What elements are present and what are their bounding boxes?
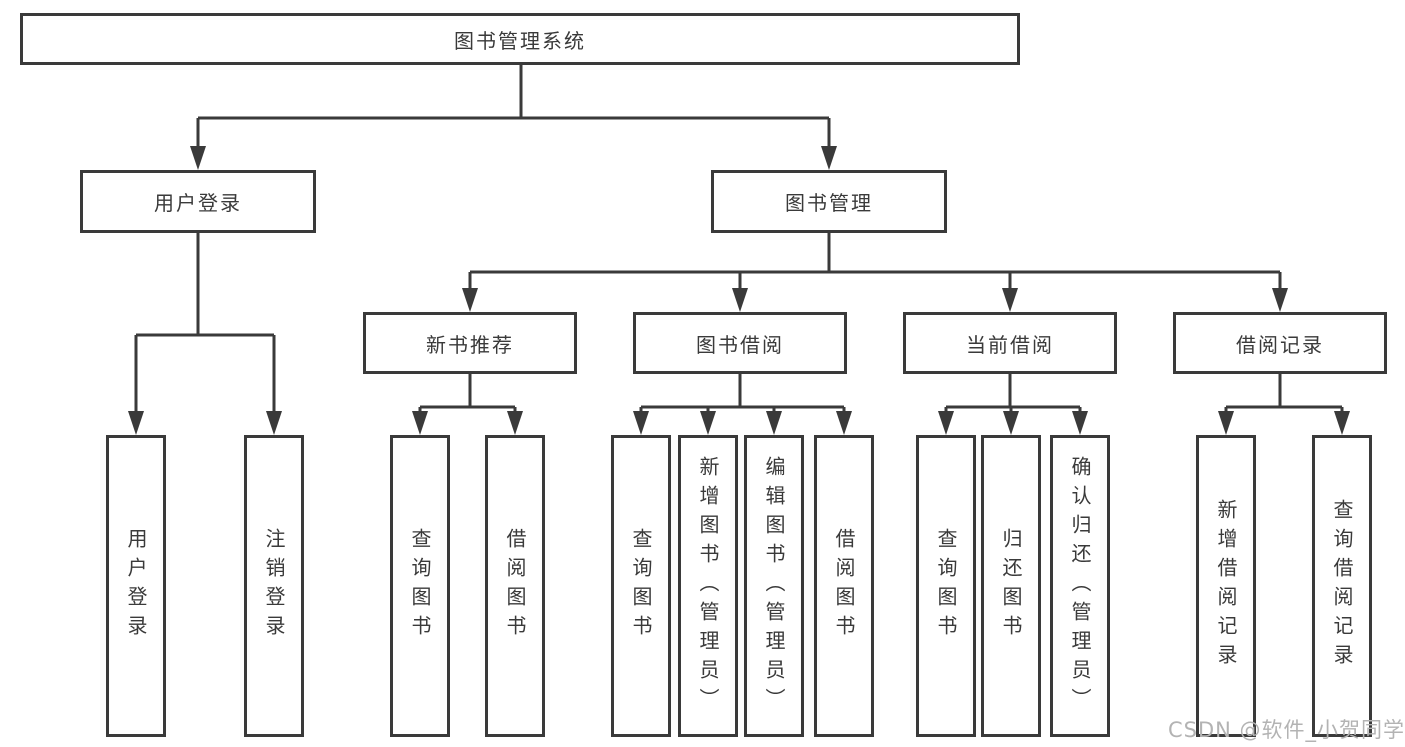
- node-book-management: 图书管理: [711, 170, 947, 233]
- node-new-book-recommendation: 新书推荐: [363, 312, 577, 374]
- node-label: 查询图书: [629, 528, 653, 644]
- node-query-books-3: 查询图书: [916, 435, 976, 737]
- node-borrow-books-2: 借阅图书: [814, 435, 874, 737]
- node-library-management-system: 图书管理系统: [20, 13, 1020, 65]
- node-label: 借阅图书: [832, 528, 856, 644]
- node-label: 借阅记录: [1236, 332, 1324, 357]
- node-label: 新增图书（管理员）: [696, 455, 720, 717]
- node-label: 图书借阅: [696, 332, 784, 357]
- node-label: 当前借阅: [966, 332, 1054, 357]
- node-label: 新增借阅记录: [1214, 499, 1238, 673]
- node-label: 查询借阅记录: [1330, 499, 1354, 673]
- node-label: 图书管理: [785, 191, 873, 215]
- node-add-borrowing-record: 新增借阅记录: [1196, 435, 1256, 737]
- node-query-borrowing-record: 查询借阅记录: [1312, 435, 1372, 737]
- node-label: 图书管理系统: [454, 28, 586, 53]
- node-user-login: 用户登录: [106, 435, 166, 737]
- node-label: 确认归还（管理员）: [1068, 455, 1092, 717]
- node-label: 查询图书: [408, 528, 432, 644]
- node-user-login-group: 用户登录: [80, 170, 316, 233]
- node-return-books: 归还图书: [981, 435, 1041, 737]
- node-edit-books-admin: 编辑图书（管理员）: [744, 435, 804, 737]
- node-query-books-1: 查询图书: [390, 435, 450, 737]
- csdn-watermark: CSDN @软件_小贺同学: [1168, 718, 1405, 742]
- node-label: 用户登录: [124, 528, 148, 644]
- node-label: 查询图书: [934, 528, 958, 644]
- node-label: 归还图书: [999, 528, 1023, 644]
- node-label: 注销登录: [262, 528, 286, 644]
- node-label: 借阅图书: [503, 528, 527, 644]
- node-label: 新书推荐: [426, 332, 514, 357]
- node-book-borrowing: 图书借阅: [633, 312, 847, 374]
- node-logout: 注销登录: [244, 435, 304, 737]
- node-label: 编辑图书（管理员）: [762, 455, 786, 717]
- node-borrow-books-1: 借阅图书: [485, 435, 545, 737]
- node-label: 用户登录: [154, 191, 242, 215]
- node-query-books-2: 查询图书: [611, 435, 671, 737]
- node-borrowing-records: 借阅记录: [1173, 312, 1387, 374]
- node-current-borrowing: 当前借阅: [903, 312, 1117, 374]
- arrowhead-icons: [128, 146, 1350, 435]
- node-add-books-admin: 新增图书（管理员）: [678, 435, 738, 737]
- node-confirm-return-admin: 确认归还（管理员）: [1050, 435, 1110, 737]
